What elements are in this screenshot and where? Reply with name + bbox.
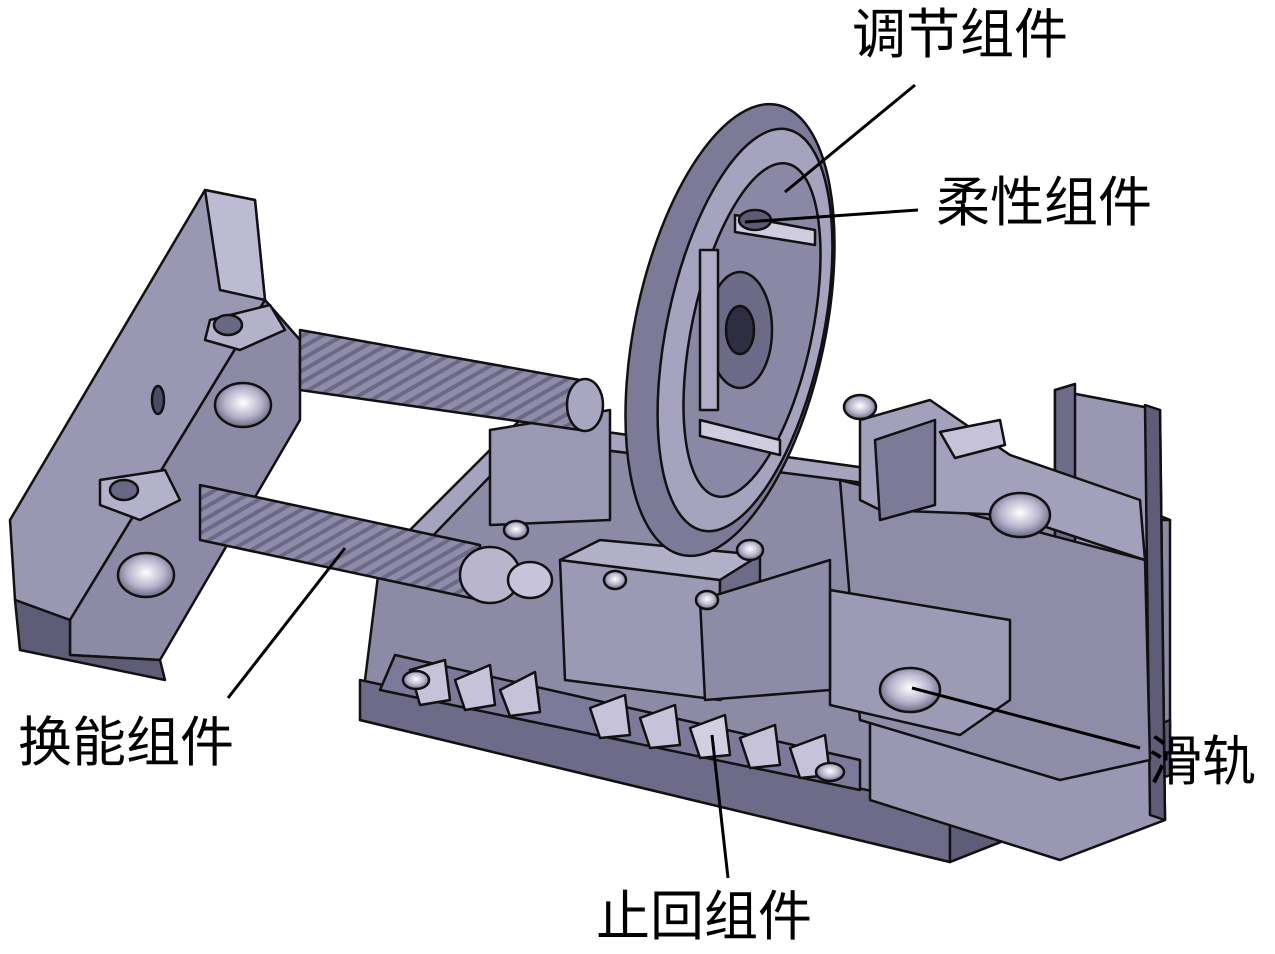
leader-lines bbox=[226, 83, 1141, 879]
adjust-ring bbox=[624, 102, 836, 558]
leader-flex bbox=[744, 208, 919, 224]
label-energy-component: 换能组件 bbox=[18, 711, 234, 774]
label-flex-component: 柔性组件 bbox=[936, 171, 1152, 234]
leader-energy bbox=[226, 547, 347, 699]
label-slide-rail: 滑轨 bbox=[1148, 730, 1256, 793]
energy-springs bbox=[198, 328, 605, 605]
label-check-component: 止回组件 bbox=[596, 885, 812, 948]
check-ratchet bbox=[378, 418, 1007, 792]
left-bracket bbox=[8, 188, 302, 682]
leader-rail bbox=[911, 686, 1141, 750]
label-adjust-component: 调节组件 bbox=[852, 3, 1068, 66]
leader-adjust bbox=[784, 83, 916, 194]
center-block bbox=[488, 408, 832, 702]
leader-check bbox=[710, 734, 730, 879]
slide-rail bbox=[828, 382, 1167, 862]
